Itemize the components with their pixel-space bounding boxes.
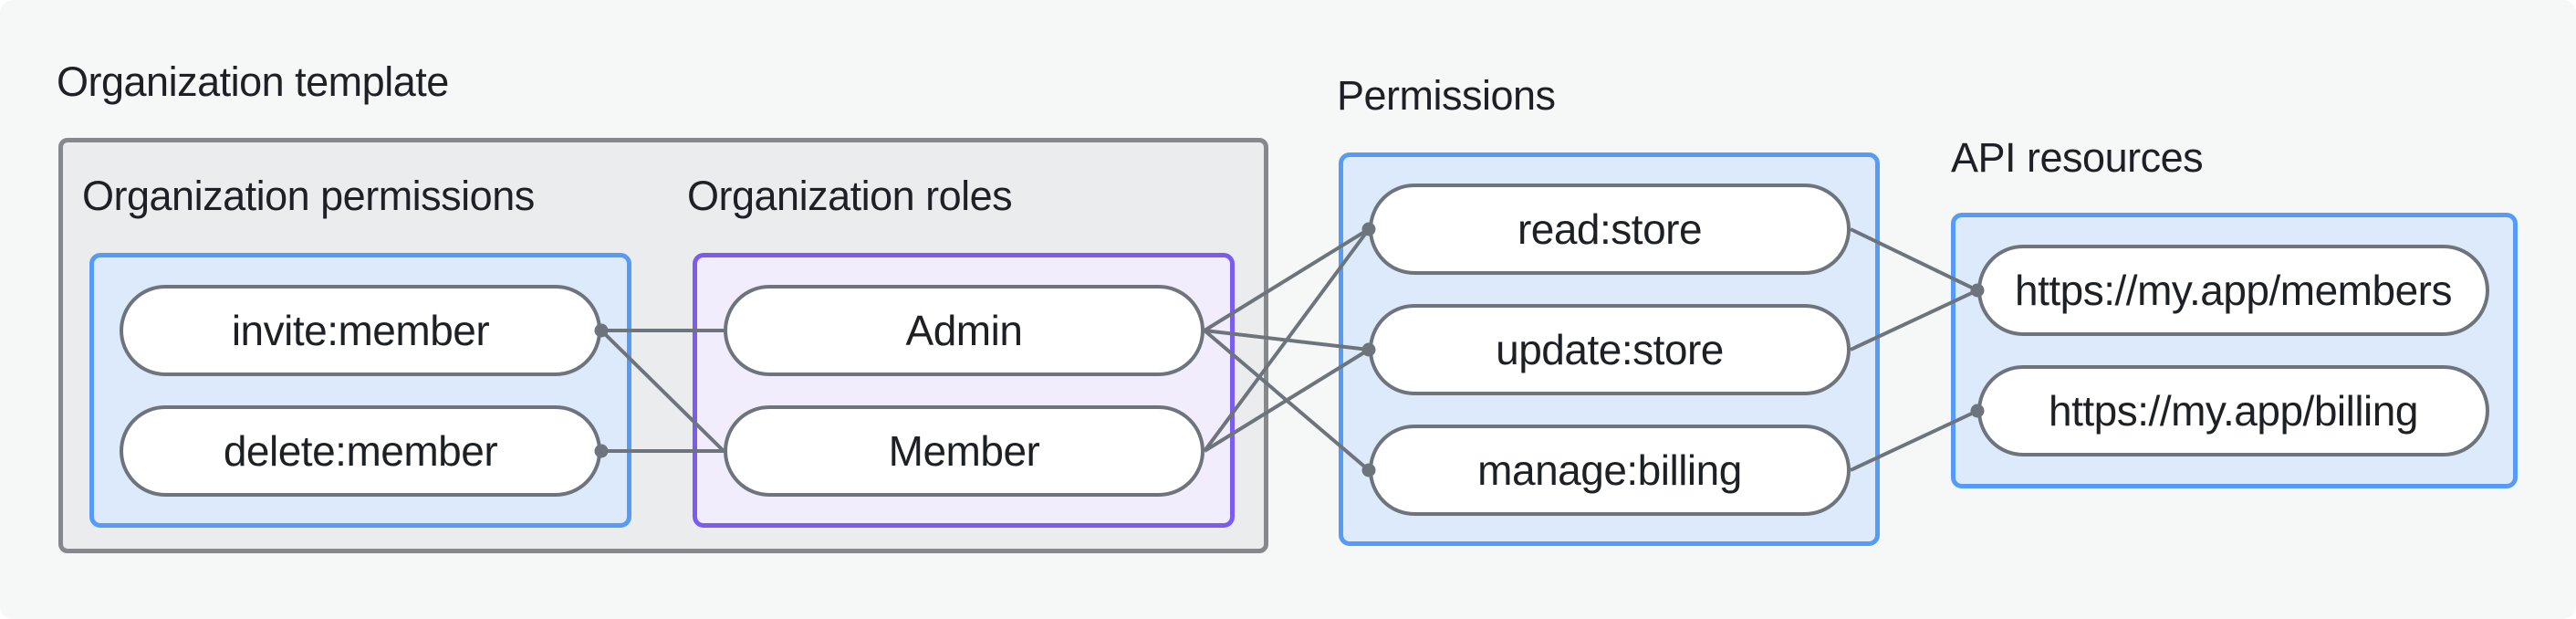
api-resources-heading: API resources [1951, 134, 2204, 181]
node-member-role: Member [724, 405, 1205, 497]
organization-template-heading: Organization template [57, 58, 449, 105]
node-invite-member: invite:member [120, 285, 601, 376]
organization-permissions-heading: Organization permissions [82, 173, 535, 219]
node-delete-member: delete:member [120, 405, 601, 497]
organization-roles-heading: Organization roles [687, 173, 1013, 219]
node-api-billing-resource: https://my.app/billing [1977, 365, 2489, 456]
permissions-heading: Permissions [1337, 72, 1556, 119]
node-admin-role: Admin [724, 285, 1205, 376]
node-api-members-resource: https://my.app/members [1977, 245, 2489, 336]
node-manage-billing-permission: manage:billing [1369, 425, 1851, 516]
node-read-store-permission: read:store [1369, 184, 1851, 275]
node-update-store-permission: update:store [1369, 304, 1851, 395]
